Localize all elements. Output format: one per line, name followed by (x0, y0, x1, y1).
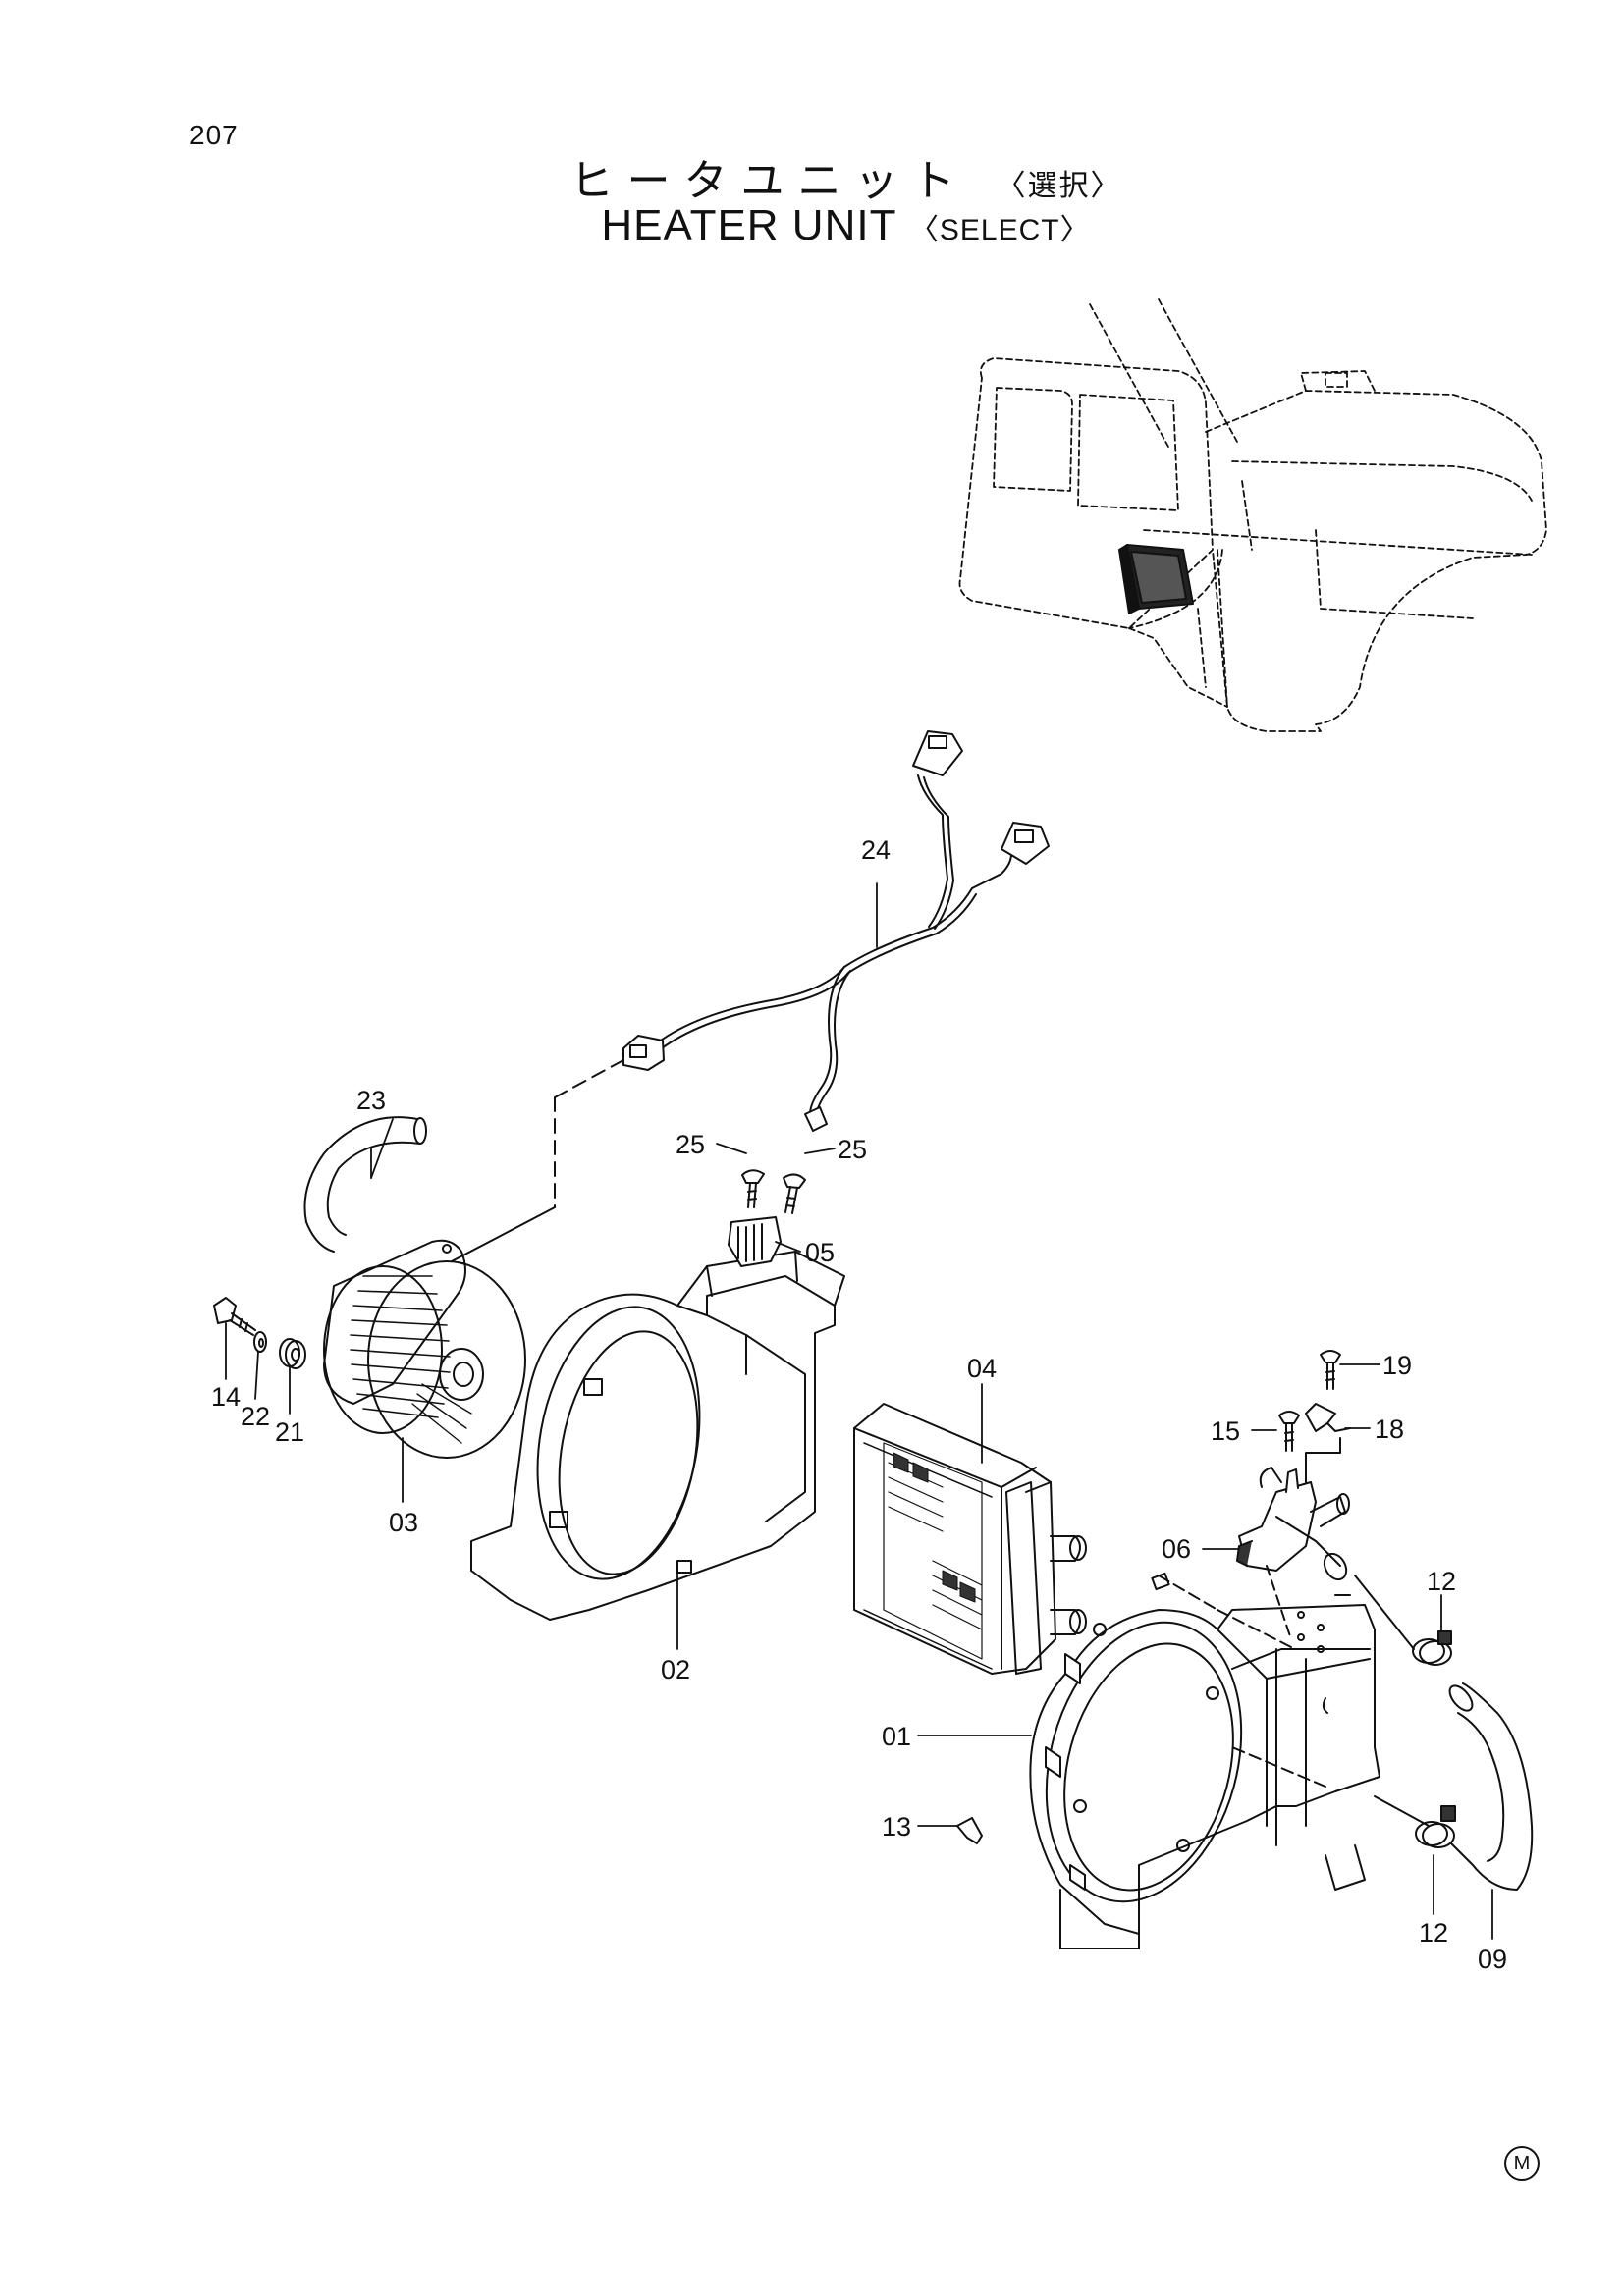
heater-case-01 (1029, 1565, 1380, 1949)
callout-01: 01 (882, 1722, 911, 1751)
screw-19 (1320, 1350, 1341, 1390)
blower-motor (323, 1239, 526, 1459)
callout-23: 23 (356, 1086, 386, 1115)
page-number: 207 (189, 120, 239, 150)
callout-14: 14 (211, 1382, 241, 1412)
bracket-18 (1305, 1403, 1351, 1483)
grommet-21 (279, 1338, 306, 1369)
excavator-heater-location-highlight (1118, 544, 1194, 614)
callout-12-lower: 12 (1419, 1918, 1448, 1948)
callout-25-right: 25 (838, 1135, 867, 1164)
callout-24: 24 (861, 835, 891, 865)
resistor-connector-05 (728, 1216, 782, 1267)
title-jp-select: 〈選択〉 (996, 169, 1122, 203)
callout-labels: 23 24 25 25 05 04 19 18 15 06 12 01 13 1… (211, 835, 1507, 1974)
callout-18: 18 (1375, 1415, 1404, 1444)
water-valve-06 (1236, 1467, 1350, 1581)
callout-21: 21 (275, 1417, 304, 1447)
title-jp-main: ヒータユニット (569, 156, 969, 206)
clamp-upper-guide (1354, 1575, 1415, 1650)
callout-13: 13 (882, 1812, 911, 1842)
footer-circled-mark: M (1504, 2146, 1540, 2181)
screw-25-left (741, 1169, 765, 1208)
leader-lines (225, 882, 1493, 1940)
clamp-lower-guide (1374, 1795, 1430, 1827)
clip-13 (956, 1817, 983, 1844)
callout-12-upper: 12 (1427, 1567, 1456, 1596)
callout-05: 05 (805, 1238, 835, 1267)
clamp-12-lower (1415, 1805, 1456, 1848)
washer-22 (253, 1331, 267, 1353)
page-title-english: HEATER UNIT 〈SELECT〉 (0, 201, 1623, 250)
callout-03: 03 (389, 1508, 418, 1537)
case-02 (470, 1251, 845, 1621)
title-en-main: HEATER UNIT (601, 201, 896, 249)
callout-06: 06 (1162, 1534, 1191, 1564)
bolt-14 (213, 1297, 256, 1336)
title-en-select: 〈SELECT〉 (908, 214, 1091, 246)
hose-09 (1448, 1682, 1534, 1891)
callout-15: 15 (1211, 1416, 1240, 1446)
excavator-locator-illustration (958, 298, 1547, 732)
hose-23 (303, 1116, 427, 1253)
callout-09: 09 (1478, 1945, 1507, 1974)
screw-15 (1278, 1411, 1300, 1452)
page-title-japanese: ヒータユニット 〈選択〉 (0, 145, 1623, 208)
callout-04: 04 (967, 1354, 997, 1383)
callout-22: 22 (241, 1402, 270, 1431)
heater-core-04 (853, 1403, 1087, 1675)
screw-25-right (783, 1173, 806, 1214)
callout-02: 02 (661, 1655, 690, 1684)
wire-harness (451, 730, 1050, 1262)
callout-25-left: 25 (676, 1130, 705, 1159)
clamp-12-upper (1412, 1630, 1452, 1666)
callout-19: 19 (1382, 1351, 1412, 1380)
